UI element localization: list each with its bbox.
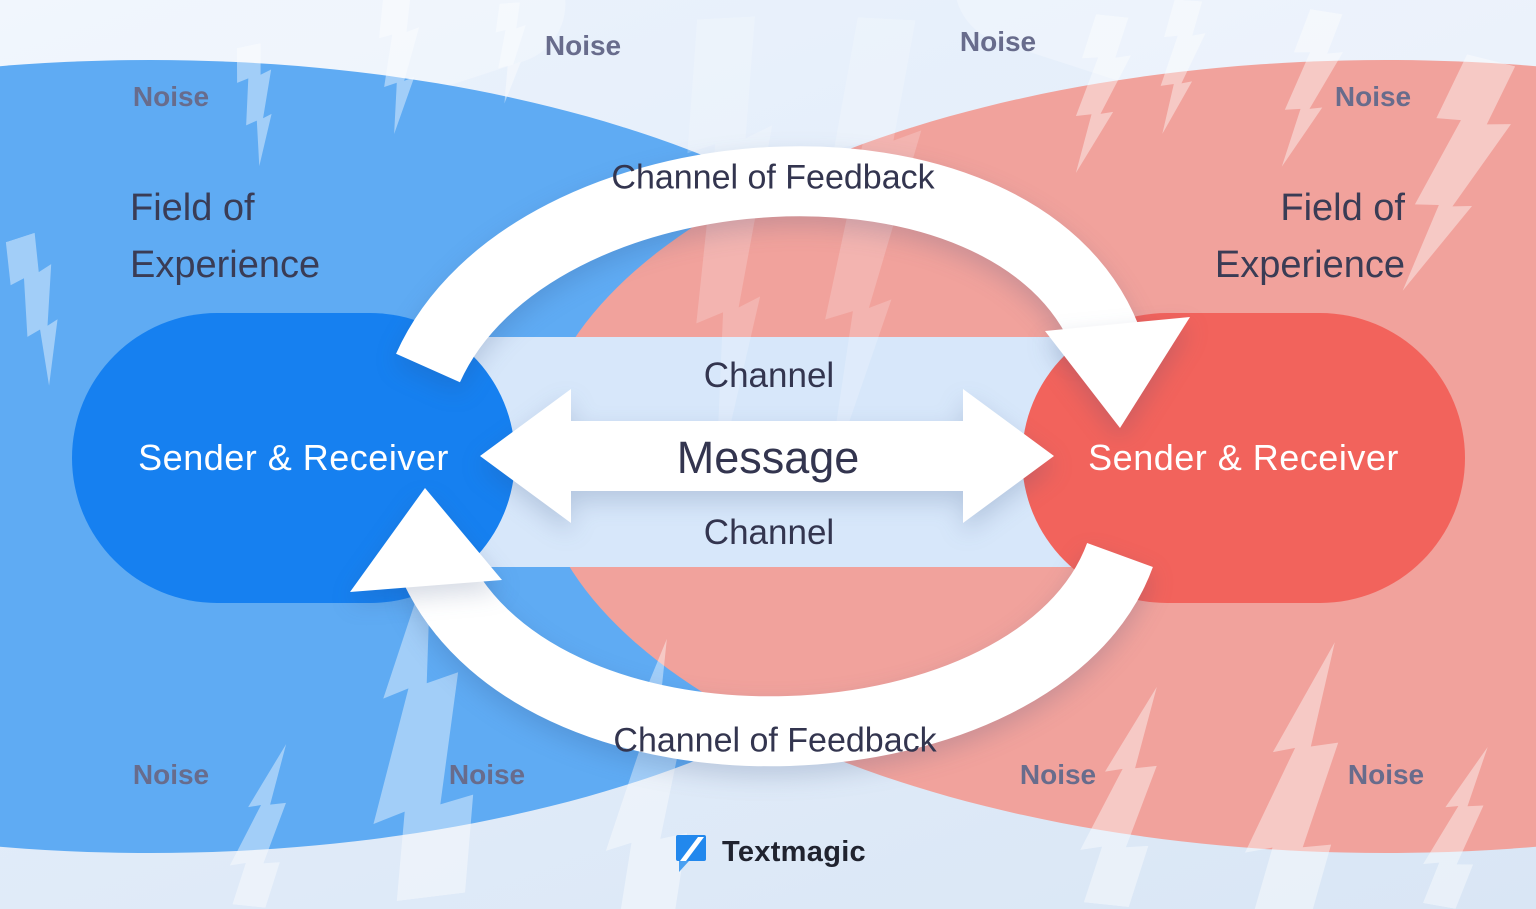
feedback-arc-top bbox=[396, 146, 1139, 384]
noise-label: Noise bbox=[959, 26, 1037, 57]
feedback-arc-bottom-arrowhead-icon bbox=[350, 488, 502, 592]
noise-label: Noise bbox=[1019, 759, 1097, 790]
channel-label-top: Channel bbox=[703, 356, 835, 395]
message-label: Message bbox=[676, 432, 860, 483]
noise-label: Noise bbox=[1334, 81, 1412, 112]
noise-label: Noise bbox=[544, 30, 622, 61]
sender-receiver-label-right: Sender & Receiver bbox=[1088, 437, 1399, 478]
feedback-arc-top-arrowhead-icon bbox=[1045, 317, 1190, 428]
channel-of-feedback-label-top: Channel of Feedback bbox=[611, 158, 935, 197]
message-arrow-icon bbox=[480, 389, 1054, 523]
textmagic-logo-text: Textmagic bbox=[722, 835, 866, 868]
field-of-experience-line1: Field of bbox=[130, 187, 255, 229]
noise-label: Noise bbox=[448, 759, 526, 790]
channel-label-bottom: Channel bbox=[703, 513, 835, 552]
speech-bubble-icon bbox=[676, 835, 706, 872]
channel-of-feedback-label-bottom: Channel of Feedback bbox=[613, 721, 937, 760]
noise-label: Noise bbox=[1347, 759, 1425, 790]
sender-receiver-label-left: Sender & Receiver bbox=[138, 437, 449, 478]
field-of-experience-line1: Field of bbox=[1280, 187, 1405, 229]
noise-label: Noise bbox=[132, 81, 210, 112]
field-of-experience-line2: Experience bbox=[130, 244, 321, 286]
noise-label: Noise bbox=[132, 759, 210, 790]
field-of-experience-label-left: Field of Experience bbox=[130, 180, 320, 294]
field-of-experience-line2: Experience bbox=[1214, 244, 1405, 286]
feedback-arc-bottom bbox=[403, 541, 1153, 767]
field-of-experience-label-right: Field of Experience bbox=[1215, 180, 1405, 294]
textmagic-logo: Textmagic bbox=[673, 831, 866, 873]
